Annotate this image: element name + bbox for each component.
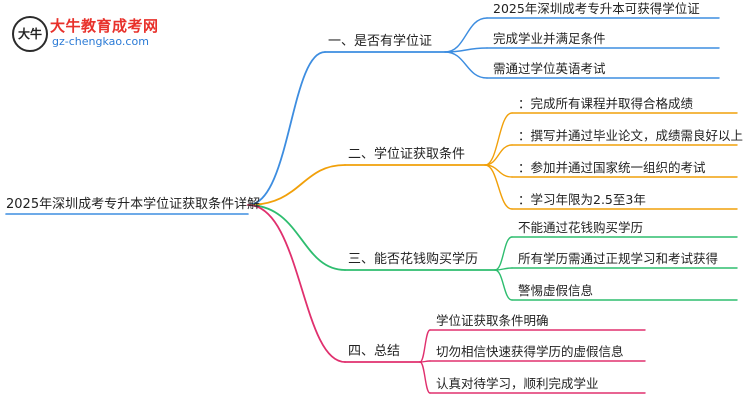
branch-to-leaf-connector: [444, 51, 488, 79]
logo-url: gz-chengkao.com: [52, 35, 149, 48]
leaf-label: ：撰写并通过毕业论文，成绩需良好以上: [518, 128, 744, 143]
root-to-branch-connector: [247, 164, 346, 206]
logo-badge-icon: 大牛: [12, 16, 48, 52]
leaf-label: ：参加并通过国家统一组织的考试: [518, 160, 706, 175]
branch-label: 四、总结: [348, 344, 401, 359]
branch-label: 三、能否花钱购买学历: [348, 252, 479, 267]
leaf-label: 认真对待学习，顺利完成学业: [436, 376, 599, 391]
branch-to-leaf-connector: [494, 236, 513, 271]
branch-label: 二、学位证获取条件: [348, 147, 466, 162]
leaf-label: 警惕虚假信息: [518, 283, 594, 298]
leaf-label: 不能通过花钱购买学历: [518, 220, 644, 235]
branch-to-leaf-connector: [484, 144, 513, 166]
logo-title: 大牛教育成考网: [50, 17, 159, 35]
site-logo: 大牛 大牛教育成考网 gz-chengkao.com: [8, 14, 168, 54]
root-to-branch-connector: [247, 204, 346, 363]
leaf-label: ：完成所有课程并取得合格成绩: [518, 96, 694, 111]
leaf-label: 所有学历需通过正规学习和考试获得: [518, 251, 719, 266]
root-node: 2025年深圳成考专升本学位证获取条件详解: [6, 197, 261, 212]
branch-to-leaf-connector: [419, 361, 431, 394]
branch-to-leaf-connector: [484, 164, 513, 210]
branch-to-leaf-connector: [444, 17, 488, 53]
branch-to-leaf-connector: [494, 269, 513, 301]
root-to-branch-connector: [247, 204, 346, 271]
leaf-label: 学位证获取条件明确: [436, 313, 549, 328]
branch-label: 一、是否有学位证: [328, 34, 433, 49]
root-to-branch-connector: [247, 51, 326, 206]
leaf-label: 完成学业并满足条件: [493, 31, 606, 46]
branch-to-leaf-connector: [419, 329, 431, 363]
leaf-label: 需通过学位英语考试: [493, 61, 606, 76]
branch-to-leaf-connector: [484, 112, 513, 166]
branch-to-leaf-connector: [444, 47, 488, 53]
leaf-label: ：学习年限为2.5至3年: [518, 192, 646, 207]
leaf-label: 2025年深圳成考专升本可获得学位证: [493, 1, 700, 16]
leaf-label: 切勿相信快速获得学历的虚假信息: [436, 344, 624, 359]
